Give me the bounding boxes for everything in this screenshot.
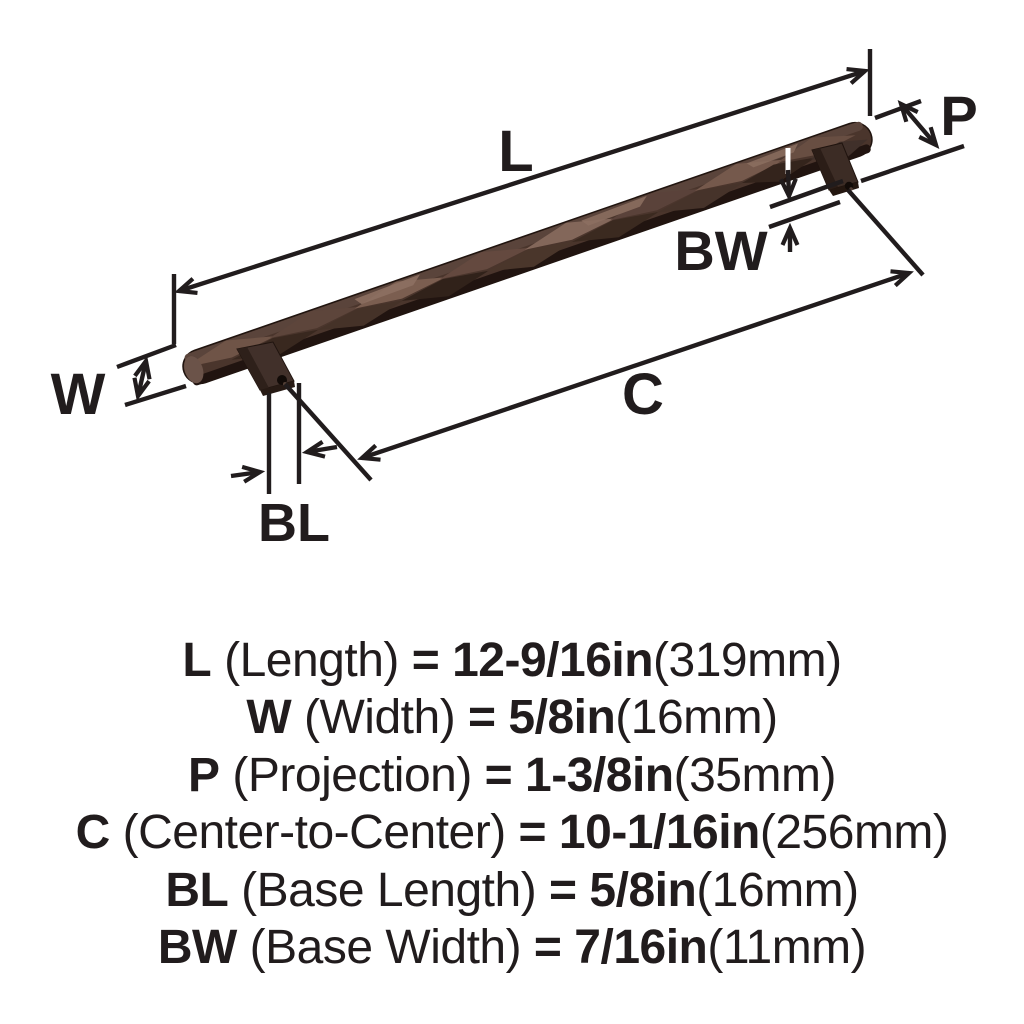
base-width-arrow-down [778, 169, 798, 202]
dimension-lines [116, 49, 965, 494]
spec-list: L (Length) = 12-9/16in(319mm) W (Width) … [0, 632, 1024, 976]
spec-equals: = [533, 920, 562, 974]
spec-row-width: W (Width) = 5/8in(16mm) [0, 689, 1024, 746]
center-ext-right [846, 188, 925, 277]
spec-symbol: L [182, 634, 212, 687]
spec-value: 10-1/16in [558, 806, 760, 860]
spec-metric: (256mm) [759, 806, 949, 860]
spec-row-base-length: BL (Base Length) = 5/8in(16mm) [0, 862, 1024, 919]
spec-symbol: C [75, 806, 111, 860]
label-center-to-center: C [622, 362, 664, 427]
spec-row-base-width: BW (Base Width) = 7/16in(11mm) [0, 919, 1024, 976]
spec-name: (Center-to-Center) [122, 806, 507, 860]
spec-name: (Base Width) [249, 920, 522, 974]
dim-length [171, 49, 873, 344]
spec-metric: (16mm) [615, 691, 778, 745]
projection-ext-lower [860, 143, 965, 184]
spec-row-center-to-center: C (Center-to-Center) = 10-1/16in(256mm) [0, 804, 1024, 861]
spec-symbol: BW [157, 920, 237, 974]
front-post [236, 341, 295, 396]
projection-ext-upper [874, 98, 922, 121]
width-arrow [132, 355, 152, 402]
spec-row-projection: P (Projection) = 1-3/8in(35mm) [0, 747, 1024, 804]
label-width: W [51, 362, 106, 427]
spec-symbol: BL [165, 863, 229, 917]
spec-value: 5/8in [508, 691, 616, 745]
spec-metric: (35mm) [673, 748, 837, 802]
spec-name: (Projection) [232, 748, 472, 802]
label-length: L [498, 119, 533, 184]
spec-symbol: W [246, 691, 292, 745]
base-length-arrow-right [230, 464, 266, 484]
spec-value: 5/8in [589, 863, 697, 917]
spec-metric: (16mm) [696, 863, 859, 917]
spec-equals: = [518, 806, 547, 860]
spec-value: 1-3/8in [525, 748, 674, 802]
spec-metric: (319mm) [653, 634, 842, 687]
spec-equals: = [468, 691, 496, 745]
spec-metric: (11mm) [707, 920, 867, 974]
length-dimension-line [174, 66, 870, 296]
dim-width [116, 342, 187, 408]
width-ext-lower [124, 383, 187, 408]
label-base-width: BW [674, 219, 767, 282]
base-width-ext-upper [769, 178, 844, 210]
bar-end-cap [184, 356, 204, 384]
spec-name: (Length) [224, 634, 399, 687]
spec-value: 12-9/16in [452, 634, 654, 687]
spec-row-length: L (Length) = 12-9/16in(319mm) [0, 632, 1024, 689]
spec-equals: = [549, 863, 577, 917]
dim-projection [860, 98, 965, 184]
label-base-length: BL [258, 493, 330, 553]
dimension-diagram-canvas: L W P C BL BW [51, 49, 978, 553]
center-dimension-line [357, 269, 914, 462]
base-length-arrow-left [301, 440, 338, 459]
dim-base-length [230, 383, 338, 494]
dim-base-width [768, 148, 844, 252]
spec-value: 7/16in [574, 920, 708, 974]
spec-equals: = [484, 748, 513, 802]
spec-name: (Base Length) [241, 863, 537, 917]
spec-equals: = [411, 634, 440, 687]
spec-name: (Width) [304, 691, 456, 745]
label-projection: P [940, 84, 977, 147]
spec-symbol: P [188, 748, 220, 802]
projection-arrow [897, 100, 940, 149]
